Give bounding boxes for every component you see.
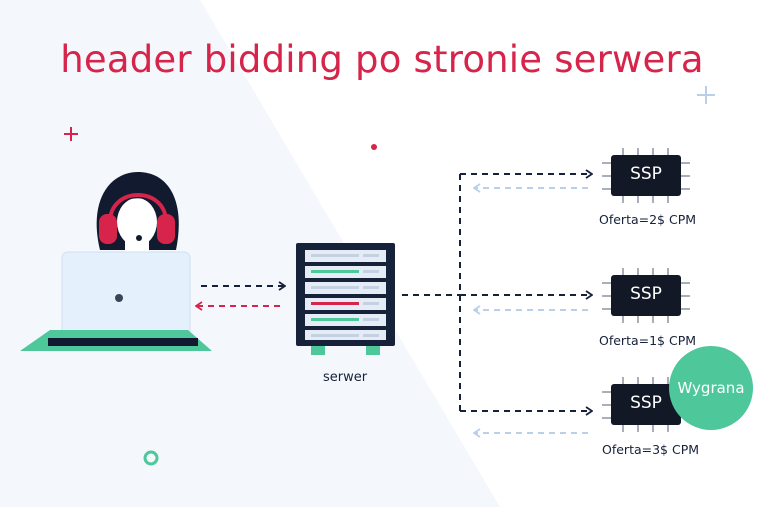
server-icon <box>296 243 395 355</box>
server-label: serwer <box>323 370 368 385</box>
dot-decoration-red <box>371 144 377 150</box>
ssp-chip-1-label: SSP <box>630 164 662 184</box>
ssp-2-offer: Oferta=1$ CPM <box>599 333 697 348</box>
background-panel <box>0 0 500 507</box>
winner-badge: Wygrana <box>669 346 753 430</box>
ssp-1-offer: Oferta=2$ CPM <box>599 212 697 227</box>
ssp-chip-2 <box>602 268 690 323</box>
ssp-chip-3 <box>602 377 681 432</box>
user-illustration <box>20 172 212 351</box>
plus-decoration-red <box>64 127 78 141</box>
page-title: header bidding po stronie serwera <box>60 38 704 81</box>
ssp-3-offer: Oferta=3$ CPM <box>602 442 700 457</box>
winner-badge-label: Wygrana <box>677 379 745 397</box>
ssp-chip-3-label: SSP <box>630 393 662 413</box>
ssp-chip-2-label: SSP <box>630 284 662 304</box>
plus-decoration-light <box>697 86 715 104</box>
ring-decoration-green <box>143 450 159 466</box>
ssp-chip-1 <box>602 148 690 203</box>
